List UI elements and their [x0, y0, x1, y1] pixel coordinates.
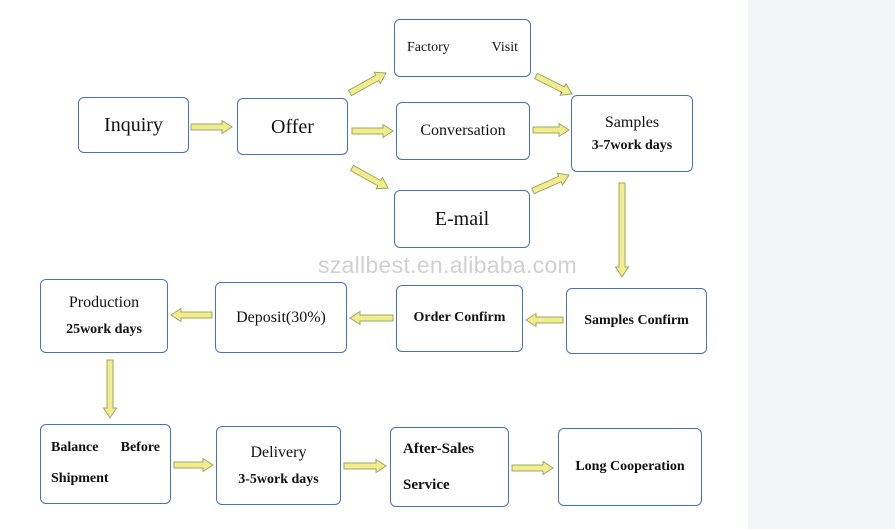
samples-detail: 3-7work days	[591, 137, 673, 153]
step-conversation: Conversation	[396, 102, 530, 160]
step-email-label: E-mail	[434, 208, 490, 230]
step-order-confirm: Order Confirm	[396, 285, 523, 352]
step-conversation-label: Conversation	[420, 122, 506, 140]
arrow-offer-to-factory-visit	[347, 71, 387, 97]
step-offer: Offer	[237, 98, 348, 155]
arrow-after-sales-to-long-coop	[511, 460, 554, 476]
arrow-offer-to-email	[349, 164, 389, 190]
samples-title: Samples	[604, 113, 660, 131]
arrow-inquiry-to-offer	[190, 119, 233, 135]
step-balance-before-shipment: Balance Before Shipment	[40, 424, 171, 504]
delivery-detail: 3-5work days	[238, 471, 319, 487]
step-after-sales-service: After-Sales Service	[390, 427, 509, 507]
step-factory-visit: Factory Visit	[394, 19, 531, 77]
arrow-samples-to-samples-confirm	[614, 182, 630, 278]
step-inquiry-label: Inquiry	[104, 114, 163, 136]
arrow-order-to-deposit	[349, 310, 394, 326]
delivery-title: Delivery	[250, 443, 307, 461]
step-delivery: Delivery 3-5work days	[216, 426, 341, 505]
long-cooperation-label: Long Cooperation	[575, 458, 685, 474]
before-word: Before	[120, 440, 160, 456]
step-deposit: Deposit(30%)	[215, 282, 347, 353]
shipment-word: Shipment	[51, 471, 109, 486]
arrow-offer-to-conversation	[351, 123, 394, 139]
step-inquiry: Inquiry	[78, 97, 189, 153]
after-sales-label: After-Sales	[403, 441, 475, 457]
balance-line-1: Balance Before	[51, 440, 160, 457]
arrow-email-to-samples	[531, 172, 570, 195]
arrow-production-to-balance	[102, 359, 118, 419]
step-samples-confirm: Samples Confirm	[566, 288, 707, 354]
arrow-balance-to-delivery	[173, 457, 214, 473]
step-factory-visit-label: Factory Visit	[407, 40, 518, 57]
step-production: Production 25work days	[40, 279, 168, 353]
samples-confirm-label: Samples Confirm	[584, 312, 689, 328]
arrow-deposit-to-production	[170, 307, 213, 323]
arrow-samples-confirm-to-order	[525, 312, 564, 328]
arrow-delivery-to-after-sales	[343, 458, 387, 474]
arrow-factory-visit-to-samples	[534, 72, 573, 96]
service-label: Service	[403, 477, 450, 493]
production-title: Production	[68, 294, 140, 311]
step-long-cooperation: Long Cooperation	[558, 428, 702, 506]
step-offer-label: Offer	[271, 115, 314, 138]
right-background-panel	[748, 0, 895, 529]
step-email: E-mail	[394, 190, 530, 248]
visit-word: Visit	[491, 39, 518, 55]
balance-word: Balance	[51, 440, 99, 456]
step-samples: Samples 3-7work days	[571, 95, 693, 172]
factory-word: Factory	[407, 39, 450, 55]
order-confirm-label: Order Confirm	[413, 310, 506, 326]
deposit-label: Deposit(30%)	[236, 308, 326, 326]
production-detail: 25work days	[66, 322, 142, 338]
arrow-conversation-to-samples	[532, 122, 570, 138]
